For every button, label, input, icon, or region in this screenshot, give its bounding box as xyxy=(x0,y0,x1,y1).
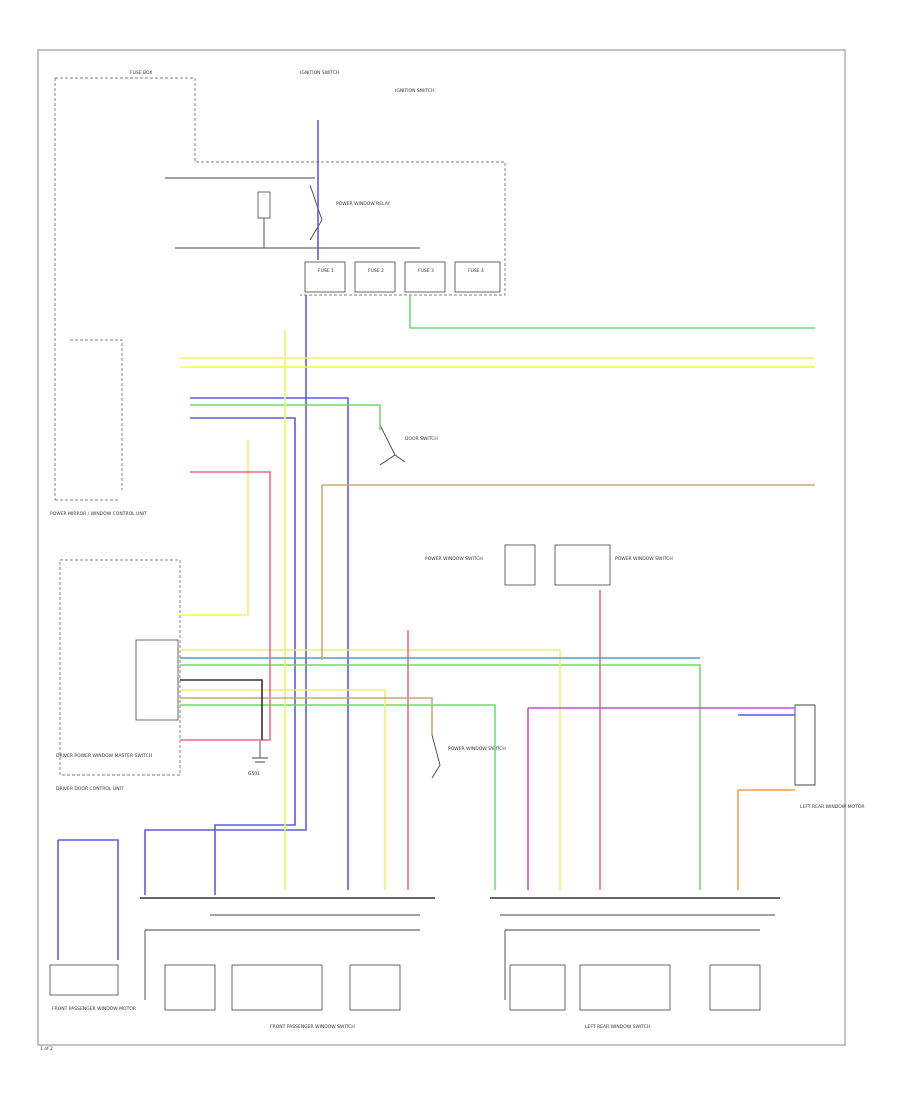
rear-switch-block-c xyxy=(709,964,761,1011)
control-unit-left-outline xyxy=(59,559,181,776)
pw-switch-box-b xyxy=(554,544,611,586)
pw-switch-right-label: POWER WINDOW SWITCH xyxy=(615,556,673,562)
wire-brown-1 xyxy=(321,484,815,660)
wire-green-3 xyxy=(180,664,701,890)
diagram-frame xyxy=(37,49,846,1046)
wire-green-2 xyxy=(180,704,496,890)
ground-symbol xyxy=(252,740,268,763)
wire-black-1 xyxy=(180,679,263,740)
ignition-label: IGNITION SWITCH xyxy=(300,70,340,76)
front-motor-body xyxy=(49,964,119,996)
control-unit-bottom-label: DRIVER POWER WINDOW MASTER SWITCH xyxy=(56,753,152,759)
front-switch-label: FRONT PASSENGER WINDOW SWITCH xyxy=(270,1024,355,1030)
rear-switch-block-b xyxy=(579,964,671,1011)
fuse-4-label: FUSE 4 xyxy=(468,268,484,274)
fuse-1 xyxy=(304,261,346,293)
wire-blue-main xyxy=(144,120,319,895)
front-switch-block-a xyxy=(164,964,216,1011)
fuse-box-label: FUSE BOX xyxy=(130,70,152,76)
wire-violet xyxy=(527,707,795,890)
wire-orange xyxy=(737,789,795,890)
control-unit-connector xyxy=(135,639,179,721)
fuse-4 xyxy=(454,261,501,293)
colored-wires xyxy=(57,120,815,960)
wire-brown-2 xyxy=(180,697,433,735)
fuse-3-label: FUSE 3 xyxy=(418,268,434,274)
front-switch-block-b xyxy=(231,964,323,1011)
wire-blue-left xyxy=(57,839,119,960)
wire-yellow-bus xyxy=(180,357,815,368)
wire-yellow-4 xyxy=(180,649,561,890)
pw-switch-box-a xyxy=(504,544,536,586)
pw-switch-left-label: POWER WINDOW SWITCH xyxy=(425,556,483,562)
relay-wiring xyxy=(165,177,420,249)
switch-internal-wiring xyxy=(144,914,775,1000)
rear-motor-label: LEFT REAR WINDOW MOTOR xyxy=(800,804,865,810)
front-switch-block-c xyxy=(349,964,401,1011)
door-switch-contacts xyxy=(379,424,406,466)
front-motor-label: FRONT PASSENGER WINDOW MOTOR xyxy=(52,1006,136,1012)
wire-yellow-5 xyxy=(180,689,386,890)
fuse-2-label: FUSE 2 xyxy=(368,268,384,274)
wire-red-1 xyxy=(180,471,271,741)
relay-label: POWER WINDOW RELAY xyxy=(336,201,390,207)
wire-blue-2 xyxy=(190,397,349,890)
window-lock-switch xyxy=(431,734,441,779)
ignition-switch-note: IGNITION SWITCH xyxy=(395,88,435,94)
fuse-1-label: FUSE 1 xyxy=(318,268,334,274)
wire-green-1 xyxy=(190,404,381,430)
control-unit-top-label: POWER MIRROR / WINDOW CONTROL UNIT xyxy=(50,511,147,517)
rear-switch-label: LEFT REAR WINDOW SWITCH xyxy=(585,1024,650,1030)
control-unit-left-label: DRIVER DOOR CONTROL UNIT xyxy=(56,786,124,792)
window-lock-label: POWER WINDOW SWITCH xyxy=(448,746,506,752)
fuse-3 xyxy=(404,261,446,293)
wire-green-top xyxy=(409,295,815,329)
wire-yellow-3 xyxy=(180,440,249,616)
control-unit-top-outline xyxy=(55,339,123,501)
fuse-2 xyxy=(354,261,396,293)
rear-motor-body xyxy=(794,704,816,786)
fuse-box-outline xyxy=(54,77,506,500)
wire-blue-3 xyxy=(190,417,296,895)
page-number: 1 of 2 xyxy=(40,1046,53,1052)
relay-coil xyxy=(257,191,271,219)
ground-label: G501 xyxy=(248,771,260,777)
door-switch-label: DOOR SWITCH xyxy=(405,436,438,442)
rear-switch-block-a xyxy=(509,964,566,1011)
